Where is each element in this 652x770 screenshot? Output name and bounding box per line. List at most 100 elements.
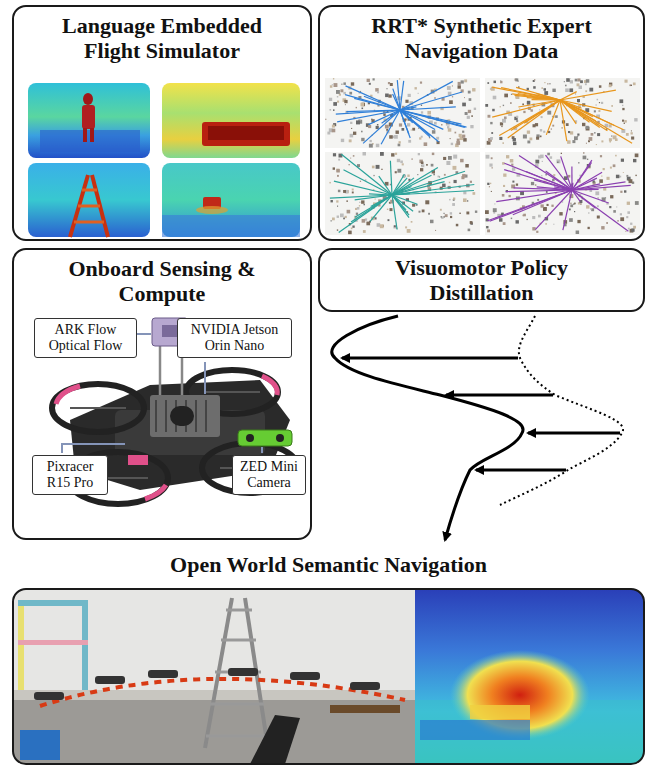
point-cloud-dot	[574, 203, 576, 205]
point-cloud-dot	[600, 155, 602, 157]
point-cloud-dot	[491, 157, 493, 159]
point-cloud-dot	[488, 115, 491, 118]
point-cloud-dot	[346, 190, 349, 193]
navigation-photo	[250, 715, 300, 764]
drone-drawing	[159, 345, 162, 395]
point-cloud-dot	[627, 202, 630, 205]
point-cloud-dot	[420, 168, 423, 171]
point-cloud-dot	[609, 84, 612, 87]
rrt-path	[339, 195, 392, 233]
point-cloud-dot	[343, 92, 346, 95]
point-cloud-dot	[620, 191, 622, 193]
point-cloud-dot	[541, 204, 544, 207]
point-cloud-dot	[583, 152, 585, 154]
point-cloud-dot	[511, 94, 512, 95]
point-cloud-dot	[377, 223, 381, 227]
point-cloud-dot	[487, 82, 489, 84]
navigation-photo	[13, 700, 415, 764]
point-cloud-dot	[631, 137, 634, 140]
point-cloud-dot	[567, 140, 571, 144]
drone-drawing	[238, 430, 292, 446]
point-cloud-dot	[601, 102, 603, 104]
point-cloud-dot	[422, 210, 425, 213]
point-cloud-dot	[577, 134, 579, 136]
depth-image	[162, 83, 300, 158]
rrt-path	[535, 190, 572, 230]
panel-heading: Visuomotor Policy Distillation	[357, 255, 607, 305]
point-cloud-dot	[434, 122, 437, 125]
rrt-path	[572, 160, 592, 190]
point-cloud-dot	[448, 156, 452, 160]
point-cloud-dot	[459, 134, 462, 137]
point-cloud-dot	[607, 177, 610, 180]
point-cloud-dot	[377, 124, 379, 126]
point-cloud-dot	[577, 220, 580, 223]
point-cloud-dot	[466, 212, 469, 215]
point-cloud-dot	[426, 164, 428, 166]
drone-drawing	[165, 400, 167, 432]
point-cloud-dot	[635, 154, 639, 158]
point-cloud-dot	[367, 79, 370, 82]
point-cloud-dot	[452, 85, 453, 86]
point-cloud-dot	[337, 96, 339, 98]
point-cloud-dot	[386, 129, 388, 131]
point-cloud-dot	[357, 207, 360, 210]
point-cloud-dot	[338, 190, 341, 193]
point-cloud-dot	[601, 176, 602, 177]
point-cloud-dot	[360, 181, 361, 182]
point-cloud-dot	[396, 131, 399, 134]
point-cloud-dot	[443, 157, 446, 160]
point-cloud-dot	[370, 140, 372, 142]
point-cloud-dot	[516, 120, 518, 122]
point-cloud-dot	[435, 230, 436, 231]
point-cloud-dot	[447, 126, 449, 128]
point-cloud-dot	[449, 100, 453, 104]
rrt-path	[379, 176, 392, 195]
point-cloud-dot	[504, 117, 507, 120]
point-cloud-dot	[515, 96, 517, 98]
point-cloud-dot	[467, 116, 470, 119]
depth-image	[83, 93, 93, 105]
rrt-path	[512, 94, 560, 100]
point-cloud-dot	[569, 218, 573, 222]
point-cloud-dot	[586, 126, 589, 129]
point-cloud-dot	[559, 212, 562, 215]
point-cloud-dot	[380, 224, 384, 228]
point-cloud-dot	[561, 153, 562, 154]
rrt-path	[560, 100, 612, 111]
point-cloud-dot	[609, 206, 611, 208]
rrt-path	[572, 190, 580, 201]
point-cloud-dot	[348, 231, 352, 235]
point-cloud-dot	[586, 127, 590, 131]
drone-drawing	[150, 395, 220, 437]
point-cloud-dot	[375, 199, 376, 200]
distillation-arrow	[342, 357, 518, 360]
point-cloud-dot	[376, 165, 380, 169]
point-cloud-dot	[543, 131, 545, 133]
point-cloud-dot	[491, 191, 492, 192]
depth-image	[74, 221, 104, 224]
point-cloud-dot	[487, 229, 490, 232]
point-cloud-dot	[573, 203, 575, 205]
point-cloud-dot	[551, 205, 553, 207]
depth-image	[83, 128, 87, 142]
leader-line	[135, 333, 151, 335]
navigation-photo	[206, 735, 267, 738]
point-cloud-dot	[599, 179, 603, 183]
point-cloud-dot	[453, 155, 457, 159]
point-cloud-dot	[450, 216, 452, 218]
point-cloud-dot	[417, 174, 418, 175]
point-cloud-dot	[502, 162, 505, 165]
point-cloud-dot	[421, 111, 423, 113]
point-cloud-dot	[337, 229, 338, 230]
point-cloud-dot	[570, 131, 573, 134]
point-cloud-dot	[527, 219, 528, 220]
point-cloud-dot	[633, 159, 636, 162]
drone-drawing	[195, 400, 197, 432]
navigation-photo	[415, 589, 644, 764]
point-cloud-dot	[386, 88, 387, 89]
point-cloud-dot	[546, 191, 548, 193]
point-cloud-dot	[394, 225, 396, 227]
point-cloud-dot	[610, 195, 613, 198]
navigation-photo	[34, 668, 380, 700]
